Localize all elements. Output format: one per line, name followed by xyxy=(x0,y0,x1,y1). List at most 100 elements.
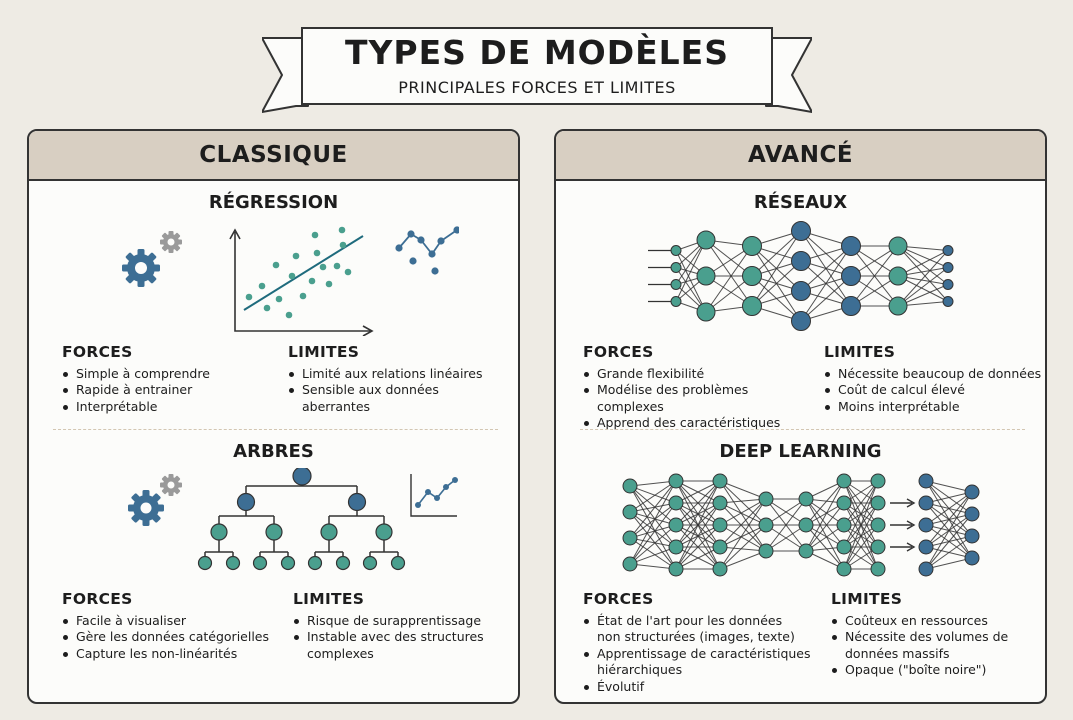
neural-network-icon xyxy=(648,221,954,331)
list-item: Gère les données catégorielles xyxy=(62,629,282,646)
network-node xyxy=(742,236,762,256)
regression-forces: FORCES Simple à comprendre Rapide à entr… xyxy=(62,344,272,415)
network-node xyxy=(888,236,908,256)
page-title: TYPES DE MODÈLES xyxy=(345,33,729,72)
network-node xyxy=(670,279,682,290)
network-node xyxy=(836,517,852,533)
list-item: Grande flexibilité xyxy=(583,366,813,383)
list-item: Apprentissage de caractéristiques hiérar… xyxy=(583,646,818,679)
network-node xyxy=(870,561,886,577)
network-node xyxy=(942,296,954,307)
list-item: Limité aux relations linéaires xyxy=(288,366,488,383)
deep-learning-limits: LIMITES Coûteux en ressources Nécessite … xyxy=(831,591,1041,679)
line-chart-icon xyxy=(410,474,458,517)
page-subtitle: PRINCIPALES FORCES ET LIMITES xyxy=(398,78,676,97)
network-node xyxy=(964,506,980,522)
tree-diagram-icon xyxy=(197,468,406,571)
limits-label: LIMITES xyxy=(831,590,903,608)
list-item: Simple à comprendre xyxy=(62,366,272,383)
deep-learning-forces: FORCES État de l'art pour les données no… xyxy=(583,591,823,695)
network-node xyxy=(696,302,716,322)
ribbon-shape xyxy=(262,27,812,113)
network-node xyxy=(836,561,852,577)
list-item: Nécessite beaucoup de données xyxy=(824,366,1044,383)
network-node xyxy=(696,230,716,250)
classic-panel-header: CLASSIQUE xyxy=(29,131,518,181)
trees-illustration xyxy=(128,468,458,571)
classic-panel: CLASSIQUE RÉGRESSION xyxy=(27,129,520,704)
deep-learning-title: DEEP LEARNING xyxy=(719,441,882,462)
network-node xyxy=(742,296,762,316)
network-node xyxy=(942,262,954,273)
regression-limits: LIMITES Limité aux relations linéaires S… xyxy=(288,344,488,415)
scatter-plot-icon xyxy=(229,226,374,336)
advanced-panel: AVANCÉ RÉSEAUX FORCES Grande flexibilité… xyxy=(554,129,1047,704)
network-node xyxy=(918,517,934,533)
network-node xyxy=(758,543,774,559)
regression-title: RÉGRESSION xyxy=(208,192,339,213)
advanced-panel-header: AVANCÉ xyxy=(556,131,1045,181)
small-gear-icon xyxy=(160,231,182,253)
arrow-icons xyxy=(890,498,916,552)
network-node xyxy=(870,495,886,511)
list-item: Interprétable xyxy=(62,399,272,416)
network-node xyxy=(622,504,638,520)
list-item: Nécessite des volumes de données massifs xyxy=(831,629,1021,662)
network-node xyxy=(791,311,811,331)
gear-icon xyxy=(128,490,164,526)
networks-forces: FORCES Grande flexibilité Modélise des p… xyxy=(583,344,813,432)
network-node xyxy=(712,539,728,555)
network-node xyxy=(668,517,684,533)
forces-label: FORCES xyxy=(583,343,654,361)
forces-label: FORCES xyxy=(62,590,133,608)
limits-label: LIMITES xyxy=(293,590,365,608)
network-node xyxy=(791,281,811,301)
trees-forces: FORCES Facile à visualiser Gère les donn… xyxy=(62,591,282,662)
trees-title: ARBRES xyxy=(233,441,314,462)
list-item: Moins interprétable xyxy=(824,399,1044,416)
limits-label: LIMITES xyxy=(824,343,896,361)
network-node xyxy=(918,561,934,577)
network-node xyxy=(712,561,728,577)
network-node xyxy=(712,517,728,533)
limits-label: LIMITES xyxy=(288,343,360,361)
network-node xyxy=(712,473,728,489)
network-node xyxy=(836,495,852,511)
network-node xyxy=(668,495,684,511)
gear-icon xyxy=(122,249,160,287)
network-node xyxy=(870,539,886,555)
network-node xyxy=(798,491,814,507)
networks-title: RÉSEAUX xyxy=(753,192,848,213)
list-item: Sensible aux données aberrantes xyxy=(288,382,458,415)
network-node xyxy=(798,517,814,533)
network-node xyxy=(668,561,684,577)
network-node xyxy=(836,473,852,489)
list-item: Coûteux en ressources xyxy=(831,613,1041,630)
network-node xyxy=(841,266,861,286)
section-divider xyxy=(53,429,498,430)
network-node xyxy=(622,556,638,572)
network-node xyxy=(670,296,682,307)
list-item: État de l'art pour les données non struc… xyxy=(583,613,798,646)
forces-label: FORCES xyxy=(583,590,654,608)
network-node xyxy=(918,495,934,511)
network-nodes xyxy=(670,221,954,331)
network-node xyxy=(964,484,980,500)
network-node xyxy=(836,539,852,555)
list-item: Évolutif xyxy=(583,679,823,696)
list-item: Rapide à entrainer xyxy=(62,382,272,399)
list-item: Coût de calcul élevé xyxy=(824,382,1044,399)
list-item: Opaque ("boîte noire") xyxy=(831,662,1041,679)
network-node xyxy=(870,517,886,533)
network-node xyxy=(791,221,811,241)
trees-limits: LIMITES Risque de surapprentissage Insta… xyxy=(293,591,498,662)
network-node xyxy=(670,262,682,273)
network-node xyxy=(964,550,980,566)
network-node xyxy=(670,245,682,256)
network-node xyxy=(888,296,908,316)
network-node xyxy=(918,539,934,555)
network-node xyxy=(888,266,908,286)
network-node xyxy=(668,539,684,555)
network-node xyxy=(964,528,980,544)
network-node xyxy=(758,517,774,533)
